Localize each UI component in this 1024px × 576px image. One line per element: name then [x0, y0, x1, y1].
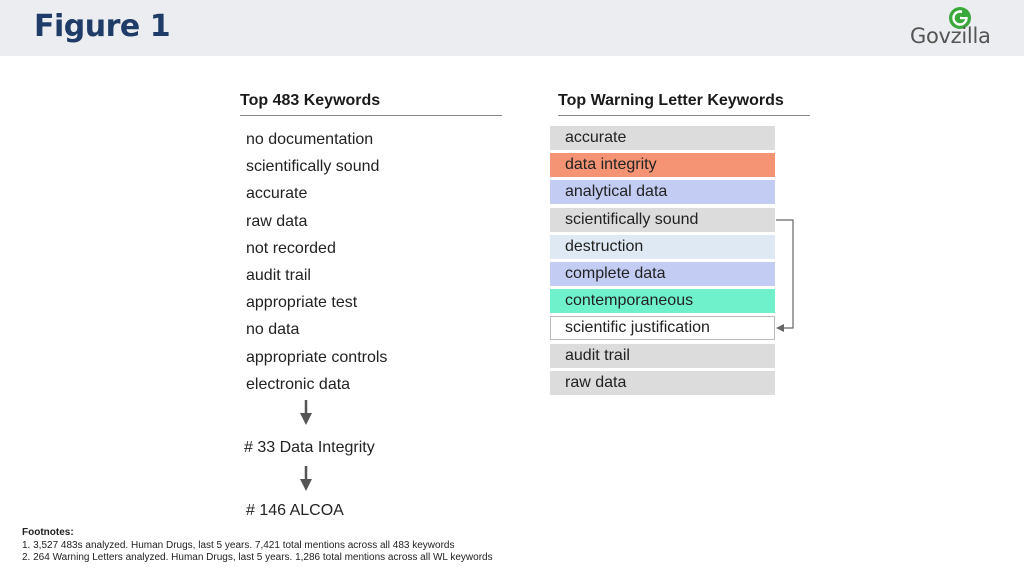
footnotes: Footnotes: 1. 3,527 483s analyzed. Human…: [22, 527, 493, 565]
list-item: data integrity: [550, 153, 775, 178]
alcoa-rank: # 146 ALCOA: [246, 502, 344, 519]
list-item: audit trail: [550, 343, 775, 368]
left-column-heading: Top 483 Keywords: [240, 92, 502, 116]
list-item: appropriate test: [246, 294, 358, 312]
list-item: electronic data: [246, 375, 351, 393]
govzilla-g-logo-icon: [949, 7, 971, 29]
list-item: scientifically sound: [246, 158, 380, 176]
list-item: accurate: [246, 185, 308, 203]
list-item: no documentation: [246, 131, 374, 148]
list-item: complete data: [550, 261, 775, 286]
footnote-line: 2. 264 Warning Letters analyzed. Human D…: [22, 552, 493, 563]
govzilla-logo: Govzilla: [910, 6, 1006, 52]
right-column-heading: Top Warning Letter Keywords: [558, 92, 810, 116]
down-arrow-icon: [300, 466, 312, 491]
list-item: audit trail: [246, 266, 311, 284]
footnotes-title: Footnotes:: [22, 527, 74, 538]
down-arrow-icon: [300, 400, 312, 425]
list-item: accurate: [550, 126, 775, 150]
list-item: destruction: [550, 234, 775, 259]
figure-title: Figure 1: [34, 9, 171, 44]
data-integrity-rank: # 33 Data Integrity: [244, 439, 375, 456]
logo-text: Govzilla: [910, 24, 991, 48]
footnote-line: 1. 3,527 483s analyzed. Human Drugs, las…: [22, 539, 455, 551]
list-item: contemporaneous: [550, 289, 775, 314]
warning-letter-keyword-list: accurate data integrity analytical data …: [550, 126, 775, 398]
bracket-arrow-icon: [776, 219, 794, 332]
list-item: raw data: [550, 370, 775, 395]
list-item: raw data: [246, 212, 308, 230]
list-item: scientific justification: [550, 316, 775, 341]
list-item: no data: [246, 321, 300, 339]
top-483-keyword-list: no documentation scientifically sound ac…: [246, 128, 387, 400]
list-item: appropriate controls: [246, 348, 388, 366]
list-item: scientifically sound: [550, 207, 775, 232]
list-item: not recorded: [246, 239, 336, 257]
list-item: analytical data: [550, 180, 775, 205]
header-bar: Figure 1 Govzilla: [0, 0, 1024, 56]
